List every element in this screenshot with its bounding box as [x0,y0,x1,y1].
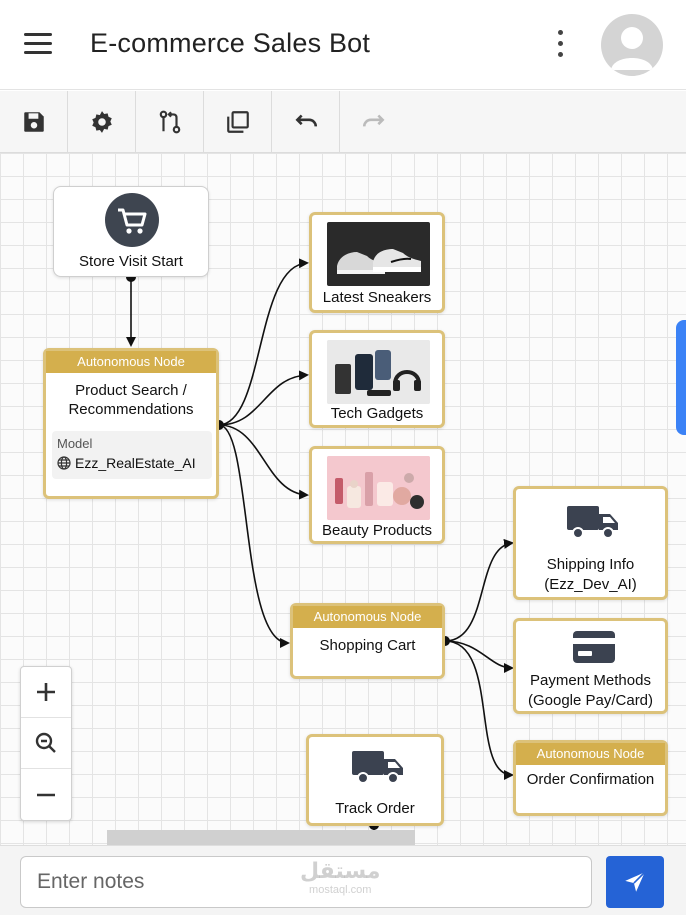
hamburger-icon[interactable] [24,33,52,55]
shopping-cart-icon [105,193,159,247]
zoom-search-icon [35,732,56,753]
node-shopping-cart[interactable]: Autonomous Node Shopping Cart [290,603,445,679]
redo-button[interactable] [340,91,408,153]
side-panel-tab[interactable] [676,320,686,435]
toolbar [0,91,686,153]
node-label: Store Visit Start [79,253,183,270]
credit-card-icon [573,631,615,663]
model-title: Model [57,436,93,451]
node-payment-methods[interactable]: Payment Methods (Google Pay/Card) [513,618,668,714]
zoom-in-icon [37,683,55,701]
node-badge: Autonomous Node [516,743,665,765]
node-order-confirmation[interactable]: Autonomous Node Order Confirmation [513,740,668,816]
node-tech-gadgets[interactable]: Tech Gadgets [309,330,445,428]
node-label: Shopping Cart [319,637,416,654]
flow-canvas[interactable]: Store Visit Start Autonomous Node Produc… [0,153,686,845]
horizontal-scrollbar[interactable] [107,830,415,845]
node-badge: Autonomous Node [46,351,216,373]
undo-icon [294,114,317,127]
branch-button[interactable] [136,91,204,153]
node-badge: Autonomous Node [293,606,442,628]
zoom-out-button[interactable] [21,769,71,820]
app-header: E-commerce Sales Bot [0,0,686,90]
notes-input[interactable] [20,856,592,908]
model-value-row: Ezz_RealEstate_AI [57,455,196,471]
globe-icon [57,456,71,470]
node-label: Order Confirmation [526,771,655,788]
edge-cart-shipping [444,538,514,642]
node-shipping-info[interactable]: Shipping Info (Ezz_Dev_AI) [513,486,668,600]
save-icon [23,112,44,132]
sneakers-image [327,222,430,286]
branch-icon [159,110,180,134]
edge-search-sneakers [218,258,309,426]
send-icon [625,871,646,892]
node-label-line1: Product Search / [75,382,187,399]
gear-icon [91,111,112,133]
node-track-order[interactable]: Track Order [306,734,444,826]
send-button[interactable] [606,856,664,908]
more-vertical-icon[interactable] [550,28,570,60]
model-value: Ezz_RealEstate_AI [75,455,196,471]
user-avatar-icon[interactable] [601,14,663,76]
gadgets-image [327,340,430,404]
edge-cart-order [444,640,514,780]
copy-icon [226,111,249,133]
delivery-truck-icon [352,751,403,784]
node-label-line2: Recommendations [68,401,194,418]
node-label: Beauty Products [321,522,433,539]
delivery-truck-icon [567,506,618,539]
node-label-line2: (Ezz_Dev_AI) [544,576,637,593]
notes-bar: مستقل mostaql.com [0,845,686,915]
node-latest-sneakers[interactable]: Latest Sneakers [309,212,445,313]
page-title: E-commerce Sales Bot [90,28,371,58]
node-label: Latest Sneakers [322,289,432,306]
node-label-line1: Payment Methods [530,672,651,689]
cosmetics-image [327,456,430,520]
settings-button[interactable] [68,91,136,153]
edge-cart-payment [444,640,514,673]
edge-search-cart [218,424,290,648]
zoom-fit-button[interactable] [21,718,71,769]
edge-search-tech [218,370,309,426]
save-button[interactable] [0,91,68,153]
model-box[interactable]: Model Ezz_RealEstate_AI [52,431,212,479]
node-label-line1: Shipping Info [546,556,635,573]
zoom-out-icon [37,793,55,796]
node-product-search[interactable]: Autonomous Node Product Search / Recomme… [43,348,219,499]
zoom-in-button[interactable] [21,667,71,718]
node-label: Tech Gadgets [330,405,424,422]
node-label: Track Order [335,800,415,817]
undo-button[interactable] [272,91,340,153]
duplicate-button[interactable] [204,91,272,153]
zoom-controls [20,666,72,821]
node-label-line2: (Google Pay/Card) [527,692,654,709]
edge-search-beauty [218,424,309,500]
redo-icon [362,114,385,127]
node-beauty-products[interactable]: Beauty Products [309,446,445,544]
node-store-visit-start[interactable]: Store Visit Start [53,186,209,277]
